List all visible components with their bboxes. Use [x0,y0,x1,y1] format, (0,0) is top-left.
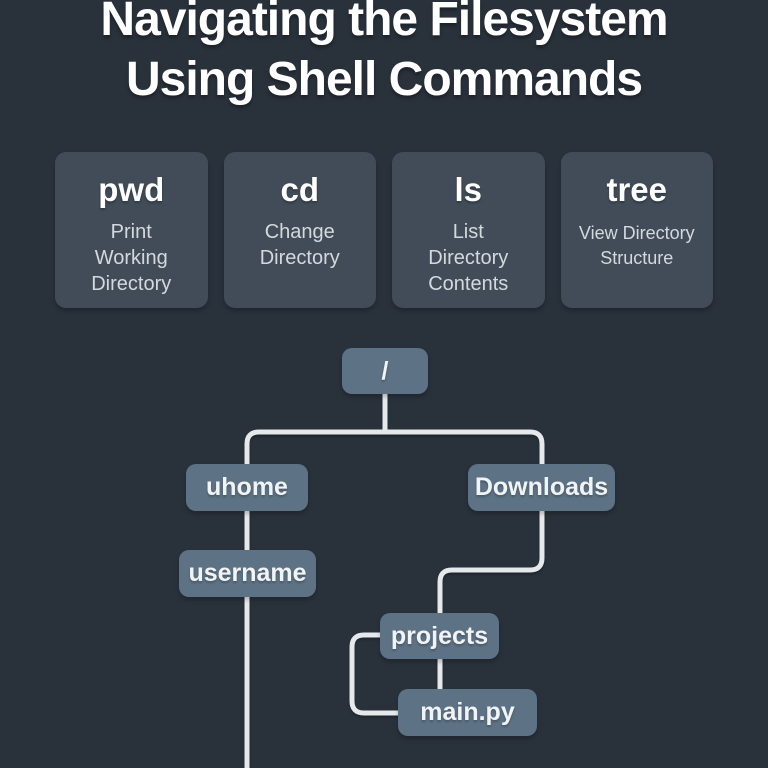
command-card-ls: ls List Directory Contents [392,152,545,308]
title-line-2: Using Shell Commands [125,53,643,106]
tree-node-username: username [179,550,316,597]
tree-node-label: Downloads [474,473,609,501]
command-name: tree [606,171,668,208]
command-cards-row: pwd Print Working Directory cd Change Di… [55,152,713,308]
command-name: pwd [98,171,165,208]
command-description: Change Directory [259,221,340,269]
command-name: cd [280,171,319,208]
command-card-cd: cd Change Directory [223,152,376,308]
tree-node-label: main.py [420,698,515,726]
tree-node-label: / [381,356,389,385]
tree-node-label: uhome [206,473,288,501]
tree-node-uhome: uhome [186,464,308,511]
tree-node-downloads: Downloads [468,464,615,511]
connector-rail [244,429,545,470]
connector-projects-bracket [349,632,402,716]
command-name: ls [454,171,483,208]
page-title: Navigating the Filesystem Using Shell Co… [0,0,768,110]
tree-node-label: projects [390,621,489,650]
tree-node-label: username [188,559,307,587]
tree-node-root: / [342,348,428,394]
title-line-1: Navigating the Filesystem [100,0,668,46]
command-description: Print Working Directory [91,221,172,295]
command-card-pwd: pwd Print Working Directory [55,152,208,308]
command-description: View Directory Structure [578,223,695,268]
command-card-tree: tree View Directory Structure [560,152,713,308]
tree-node-mainpy: main.py [398,689,537,736]
command-description: List Directory Contents [428,221,509,295]
connector-downloads-projects [437,500,545,616]
tree-node-projects: projects [380,613,499,659]
